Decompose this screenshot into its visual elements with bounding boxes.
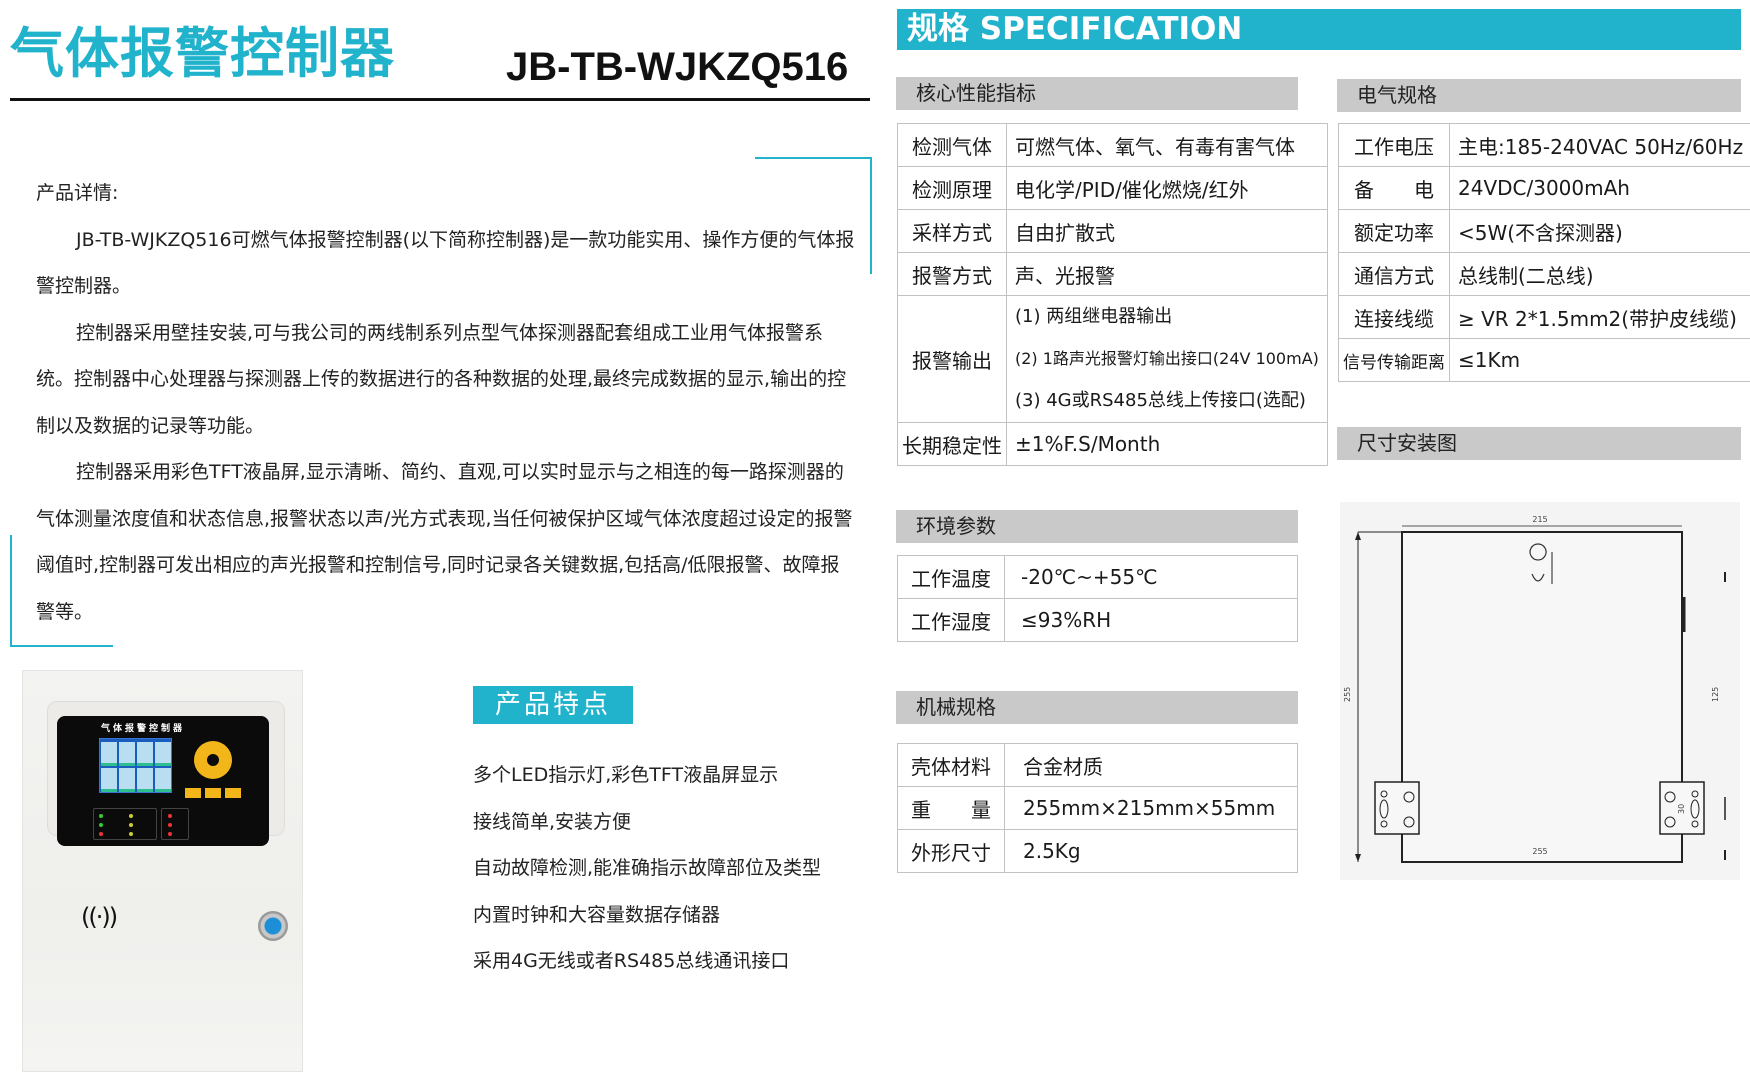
svg-text:125: 125: [1711, 687, 1720, 702]
table-row: 报警方式 声、光报警: [897, 252, 1328, 296]
table-row: 长期稳定性±1%F.S/Month: [897, 422, 1328, 466]
svg-text:255: 255: [1532, 847, 1547, 856]
control-panel: 气体报警控制器: [57, 716, 269, 846]
dimension-drawing: 215 255 255 125 30: [1340, 502, 1740, 880]
features-badge: 产品特点: [473, 686, 633, 724]
dimension-drawing-svg: 215 255 255 125 30: [1343, 515, 1726, 863]
environment-spec-table: 工作温度-20℃~+55℃ 工作湿度≤93%RH: [897, 555, 1298, 642]
decorative-line: [870, 157, 872, 274]
table-row: 采样方式自由扩散式: [897, 209, 1328, 253]
table-row: 壳体材料合金材质: [897, 743, 1298, 787]
table-row: 通信方式总线制(二总线): [1338, 252, 1750, 296]
direction-pad-icon: [194, 741, 232, 779]
feature-item: 内置时钟和大容量数据存储器: [473, 903, 721, 926]
section-header-drawing: 尺寸安装图: [1337, 427, 1741, 460]
spec-title-bar: 规格 SPECIFICATION: [897, 9, 1741, 50]
section-header-core: 核心性能指标: [896, 77, 1298, 110]
product-description: 产品详情: JB-TB-WJKZQ516可燃气体报警控制器(以下简称控制器)是一…: [36, 170, 856, 635]
table-row: 额定功率<5W(不含探测器): [1338, 209, 1750, 253]
feature-item: 采用4G无线或者RS485总线通讯接口: [473, 950, 790, 972]
section-header-environment: 环境参数: [896, 510, 1298, 543]
feature-item: 多个LED指示灯,彩色TFT液晶屏显示: [473, 764, 779, 786]
model-number: JB-TB-WJKZQ516: [506, 45, 849, 89]
table-row: 报警输出 (1) 两组继电器输出 (2) 1路声光报警灯输出接口(24V 100…: [897, 295, 1328, 423]
description-paragraph: 控制器采用壁挂安装,可与我公司的两线制系列点型气体探测器配套组成工业用气体报警系…: [36, 321, 847, 437]
panel-title: 气体报警控制器: [101, 724, 186, 734]
feature-item: 自动故障检测,能准确指示故障部位及类型: [473, 857, 822, 879]
svg-text:255: 255: [1343, 687, 1352, 702]
decorative-line: [10, 645, 113, 647]
svg-text:215: 215: [1532, 515, 1547, 524]
description-heading: 产品详情:: [36, 182, 119, 204]
description-paragraph: JB-TB-WJKZQ516可燃气体报警控制器(以下简称控制器)是一款功能实用、…: [36, 228, 855, 298]
lcd-screen: [99, 738, 172, 793]
title-divider: [10, 98, 870, 101]
decorative-line: [755, 157, 872, 159]
table-row: 连接线缆≥ VR 2*1.5mm2(带护皮线缆): [1338, 295, 1750, 339]
core-spec-table: 检测气体可燃气体、氧气、有毒有害气体 检测原理电化学/PID/催化燃烧/红外 采…: [897, 123, 1328, 466]
feature-item: 接线简单,安装方便: [473, 810, 632, 833]
product-image: 气体报警控制器 ((·)): [22, 670, 303, 1072]
section-header-electrical: 电气规格: [1337, 79, 1741, 112]
description-paragraph: 控制器采用彩色TFT液晶屏,显示清晰、简约、直观,可以实时显示与之相连的每一路探…: [36, 461, 853, 623]
feature-list: 多个LED指示灯,彩色TFT液晶屏显示 接线简单,安装方便 自动故障检测,能准确…: [473, 752, 821, 985]
decorative-line: [10, 535, 12, 647]
table-row: 检测气体可燃气体、氧气、有毒有害气体: [897, 123, 1328, 167]
svg-text:30: 30: [1677, 804, 1686, 814]
led-indicators: [93, 808, 157, 840]
function-key-icon: [205, 788, 221, 798]
table-row: 工作湿度≤93%RH: [897, 598, 1298, 642]
table-row: 检测原理电化学/PID/催化燃烧/红外: [897, 166, 1328, 210]
wireless-signal-icon: ((·)): [81, 903, 118, 931]
section-header-mechanical: 机械规格: [896, 691, 1298, 724]
key-lock-icon: [258, 911, 288, 941]
page-title: 气体报警控制器: [10, 22, 395, 85]
function-key-icon: [225, 788, 241, 798]
table-row: 工作温度-20℃~+55℃: [897, 555, 1298, 599]
table-row: 信号传输距离≤1Km: [1338, 338, 1750, 382]
table-row: 工作电压主电:185-240VAC 50Hz/60Hz: [1338, 123, 1750, 167]
alarm-leds: [161, 808, 189, 840]
function-key-icon: [185, 788, 201, 798]
